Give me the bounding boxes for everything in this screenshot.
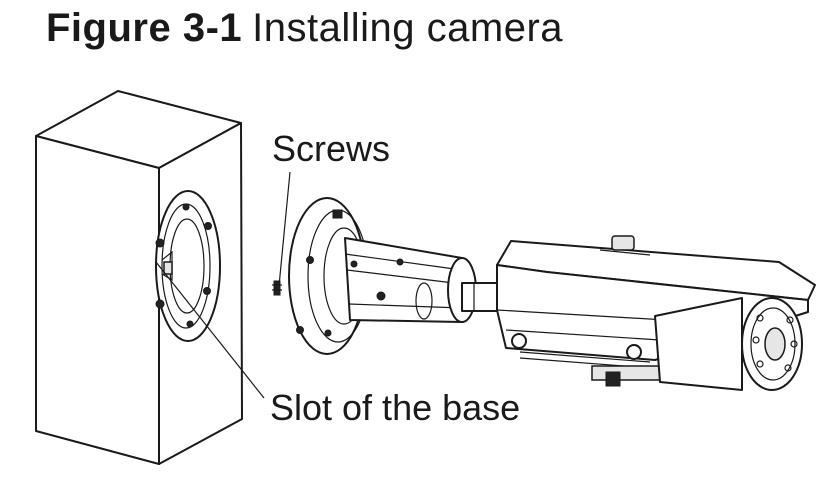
base-screw-hole-icon (203, 287, 211, 295)
slot-leader-line (155, 261, 265, 399)
base-screw-hole-icon (155, 299, 165, 309)
screws-label: Screws (272, 128, 391, 169)
screws-icon (272, 280, 282, 296)
bracket-arm (344, 237, 505, 323)
figure-number: Figure 3-1 (46, 6, 243, 50)
camera-body (496, 235, 816, 391)
figure-caption: Installing camera (252, 6, 564, 50)
slot-of-base-label: Slot of the base (270, 387, 521, 428)
base-screw-hole-icon (182, 203, 190, 211)
base-screw-hole-icon (155, 238, 165, 248)
base-screw-hole-icon (186, 320, 194, 328)
mounting-base (155, 190, 221, 342)
screws-leader-line (278, 171, 291, 287)
base-screw-hole-icon (204, 222, 212, 230)
